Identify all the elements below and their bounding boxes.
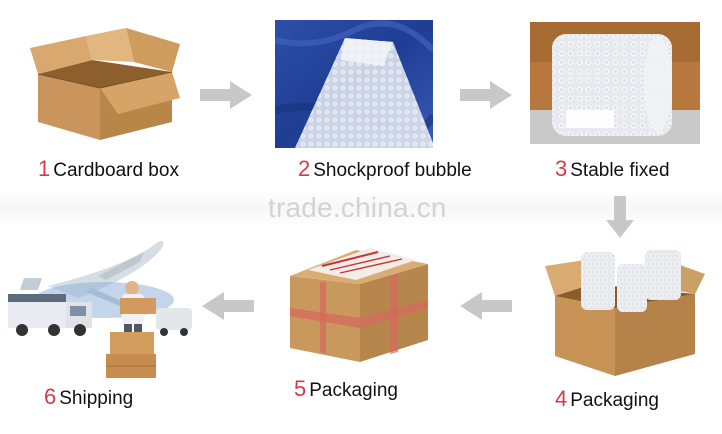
step-6-label: Shipping [59,388,134,409]
step-5-label: Packaging [309,380,398,401]
step-4-label: Packaging [570,390,659,411]
step-1-number: 1 [38,156,51,181]
step-6-number: 6 [44,384,57,409]
arrow-right-icon [460,81,512,109]
step-3-number: 3 [555,156,568,181]
step-1-label: Cardboard box [53,160,179,181]
step-2-label: Shockproof bubble [313,160,472,181]
arrow-left-icon [202,292,254,320]
watermark-text: trade.china.cn [268,192,447,223]
watermark-band [0,188,722,228]
taped-parcel-image [290,248,428,362]
step-5-number: 5 [294,376,307,401]
bubble-roll-image [530,22,700,144]
filled-box-image [545,250,705,376]
step-4-number: 4 [555,386,568,411]
cardboard-box-image [30,28,180,140]
step-2-number: 2 [298,156,311,181]
bubble-wrap-image [275,20,433,148]
shipping-collage-image [8,240,192,378]
arrow-right-icon [200,81,252,109]
arrow-left-icon [460,292,512,320]
arrow-down-icon [606,196,634,238]
step-3-label: Stable fixed [570,160,670,181]
